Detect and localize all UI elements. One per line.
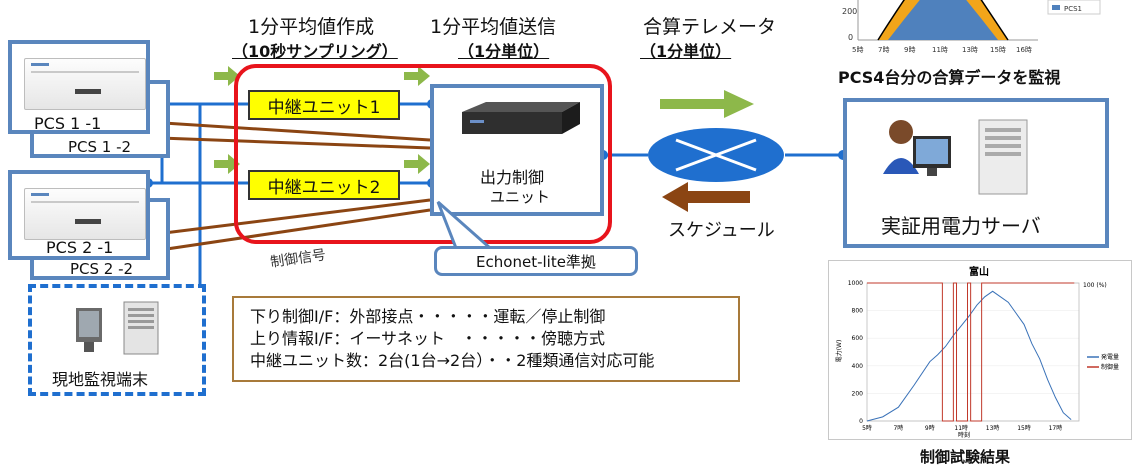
pcs-device-image xyxy=(24,188,146,240)
schedule-label: スケジュール xyxy=(668,220,775,241)
header-col1-line2: （10秒サンプリング） xyxy=(232,42,398,61)
chart-y2-tick: 100 (%) xyxy=(1083,282,1107,289)
y-tick-label: 400 xyxy=(852,363,864,370)
output-control-unit: 出力制御 ユニット xyxy=(430,84,604,216)
spec-line: 下り制御I/F：外部接点・・・・・運転／停止制御 xyxy=(250,307,606,326)
local-monitor-box: 現地監視端末 xyxy=(28,284,206,396)
pcs-label: PCS 1 -2 xyxy=(68,138,132,156)
sum-monitor-label: PCS4台分の合算データを監視 xyxy=(838,68,1061,87)
sum-data-mini-chart: 200 0 5時 7時 9時 11時 13時 15時 16時 PCS1 xyxy=(842,0,1101,54)
x-tick-label: 11時 xyxy=(954,424,968,432)
relay-unit-2: 中継ユニット2 xyxy=(248,170,400,200)
mini-y-tick: 0 xyxy=(848,33,853,42)
mini-y-tick: 200 xyxy=(842,7,857,16)
x-tick-label: 9時 xyxy=(925,424,935,432)
power-server-label: 実証用電力サーバ xyxy=(881,214,1041,238)
echonet-callout: Echonet-lite準拠 xyxy=(434,246,638,276)
mini-x-tick: 16時 xyxy=(1016,46,1032,54)
x-tick-label: 17時 xyxy=(1049,424,1063,432)
header-col3-line2: （1分単位） xyxy=(640,42,732,61)
mini-x-tick: 5時 xyxy=(852,46,863,54)
pcs-2-1-box: PCS 2 -1 xyxy=(8,170,150,260)
server-user-icon xyxy=(883,119,1028,195)
legend-label: 制御量 xyxy=(1101,363,1119,371)
relay-unit-1: 中継ユニット1 xyxy=(248,90,400,120)
chart-title: 富山 xyxy=(969,265,989,278)
x-tick-label: 7時 xyxy=(893,424,903,432)
pcs-label: PCS 2 -2 xyxy=(70,260,134,278)
mini-x-tick: 11時 xyxy=(932,46,948,54)
pcs-label: PCS 1 -1 xyxy=(34,114,102,133)
y-tick-label: 200 xyxy=(852,390,864,397)
y-tick-label: 1000 xyxy=(848,280,863,287)
header-col3-line1: 合算テレメータ xyxy=(643,16,777,38)
chart-x-label: 時刻 xyxy=(958,431,970,439)
y-tick-label: 800 xyxy=(852,308,864,315)
y-tick-label: 600 xyxy=(852,335,864,342)
y-tick-label: 0 xyxy=(859,418,863,425)
spec-box: 下り制御I/F：外部接点・・・・・運転／停止制御 上り情報I/F：イーサネット … xyxy=(232,296,740,382)
local-monitor-label: 現地監視端末 xyxy=(52,370,149,389)
control-result-label: 制御試験結果 xyxy=(920,448,1011,466)
plot-border xyxy=(866,282,1080,422)
spec-line: 上り情報I/F：イーサネット ・・・・・傍聴方式 xyxy=(250,329,605,348)
output-control-line2: ユニット xyxy=(490,188,551,206)
series-line-0 xyxy=(866,290,1072,422)
power-server-box: 実証用電力サーバ xyxy=(843,98,1109,248)
chart-y-label: 電力(W) xyxy=(835,340,843,363)
x-tick-label: 13時 xyxy=(986,424,1000,432)
relay-unit-label: 中継ユニット2 xyxy=(267,177,381,198)
series-line-1 xyxy=(867,282,1075,422)
relay-group-frame xyxy=(234,64,612,244)
echonet-label: Echonet-lite準拠 xyxy=(476,252,596,271)
output-control-line1: 出力制御 xyxy=(480,168,545,187)
spec-line: 中継ユニット数：2台(1台→2台）・・2種類通信対応可能 xyxy=(250,351,655,370)
header-col2-line2: （1分単位） xyxy=(458,42,550,61)
computer-icon xyxy=(76,301,159,355)
pcs-device-image xyxy=(24,58,146,110)
header-col1-line1: 1分平均値作成 xyxy=(248,16,375,38)
mini-x-tick: 7時 xyxy=(878,46,889,54)
relay-unit-label: 中継ユニット1 xyxy=(267,97,381,118)
mini-legend: PCS1 xyxy=(1064,5,1082,13)
mini-x-tick: 9時 xyxy=(904,46,915,54)
x-tick-label: 5時 xyxy=(862,424,872,432)
legend-label: 発電量 xyxy=(1101,353,1119,361)
router-device-icon xyxy=(462,102,580,134)
x-tick-label: 15時 xyxy=(1017,424,1031,432)
pcs-label: PCS 2 -1 xyxy=(46,238,114,257)
mini-x-tick: 13時 xyxy=(962,46,978,54)
pcs-1-1-box: PCS 1 -1 xyxy=(8,40,150,134)
mini-x-tick: 15時 xyxy=(990,46,1006,54)
header-col2-line1: 1分平均値送信 xyxy=(430,16,557,38)
